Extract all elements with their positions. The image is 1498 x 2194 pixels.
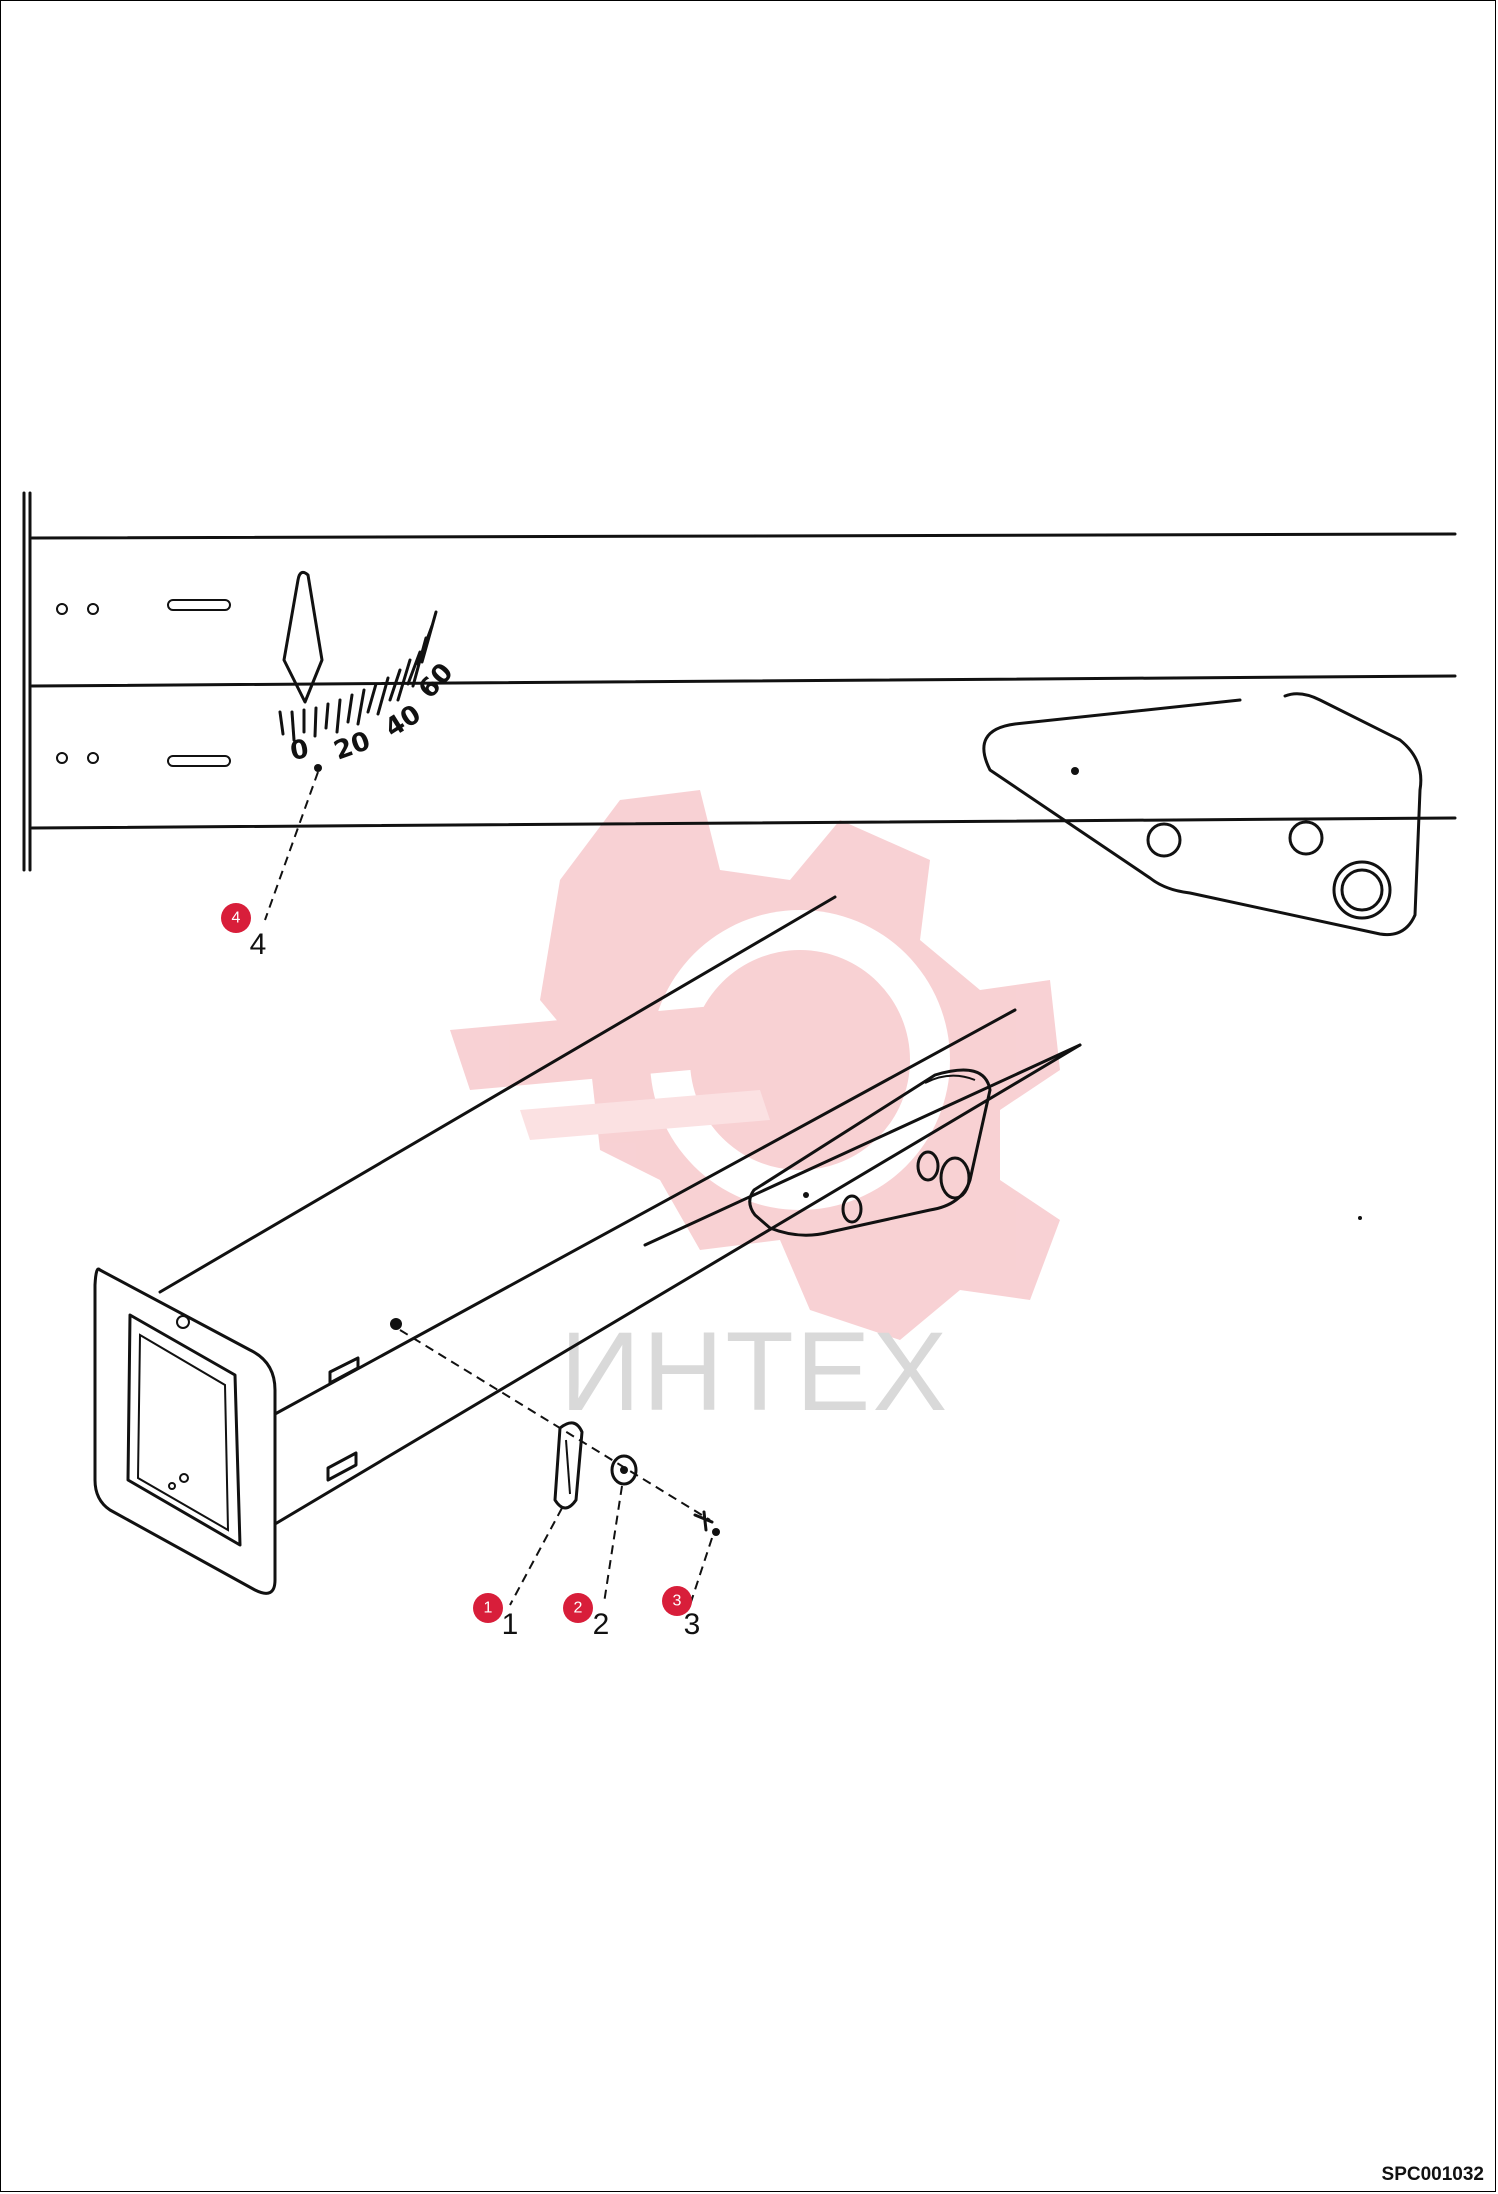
callout-badge-1-text: 1 — [484, 1600, 493, 1617]
callout-badge-3[interactable] — [662, 1586, 692, 1616]
leader-line-1 — [509, 1507, 563, 1606]
callout-label-3: 3 — [684, 1608, 701, 1641]
callout-2[interactable]: 2 2 — [563, 1593, 609, 1641]
callout-badge-4[interactable] — [221, 903, 251, 933]
leader-line-4 — [264, 771, 319, 921]
boom-iso-view — [93, 895, 1082, 1595]
scale-label-0: 0 — [288, 734, 311, 767]
leader-line-3 — [689, 1537, 713, 1606]
angle-scale: 0 20 40 60 — [278, 610, 459, 767]
watermark-text: ИНТЕХ — [560, 1309, 949, 1434]
callout-badge-2-text: 2 — [574, 1600, 583, 1617]
callout-badge-3-text: 3 — [673, 1593, 682, 1610]
scale-label-40: 40 — [380, 699, 427, 744]
callout-4[interactable]: 4 4 — [221, 903, 266, 961]
callout-label-1: 1 — [502, 1608, 519, 1641]
document-code: SPC001032 — [1381, 2164, 1484, 2185]
callout-label-2: 2 — [593, 1608, 610, 1641]
callout-badge-4-text: 4 — [232, 910, 241, 927]
callout-badge-1[interactable] — [473, 1593, 503, 1623]
callout-3[interactable]: 3 3 — [662, 1586, 700, 1641]
callout-label-4: 4 — [250, 928, 267, 961]
callout-badge-2[interactable] — [563, 1593, 593, 1623]
watermark-gear-icon — [450, 790, 1060, 1340]
leader-line-2 — [603, 1485, 623, 1604]
callout-1[interactable]: 1 1 — [473, 1593, 518, 1641]
boom-top-view: 0 20 40 60 — [22, 491, 1457, 937]
